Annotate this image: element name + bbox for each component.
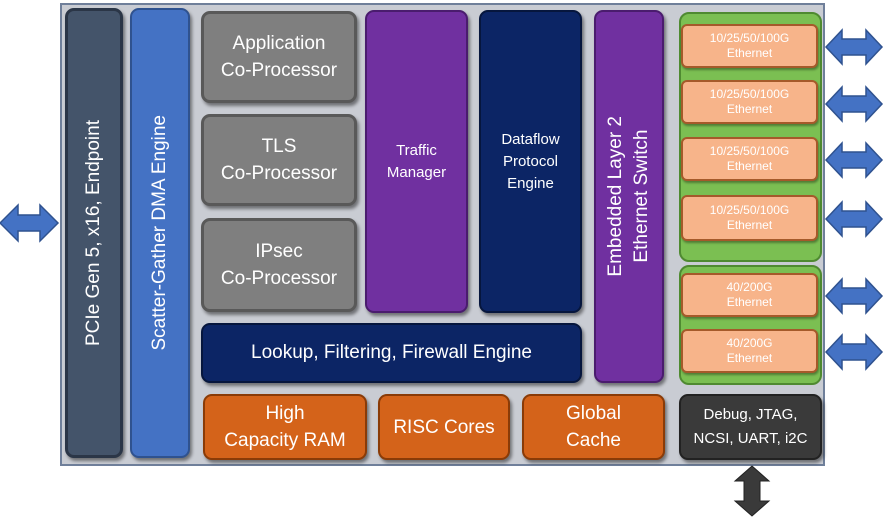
application-coprocessor-line2: Co-Processor bbox=[220, 60, 338, 81]
ethernet-bidirectional-arrow-icon bbox=[824, 277, 884, 315]
pcie-bidirectional-arrow-icon bbox=[0, 203, 60, 243]
dma-engine-label: Scatter-Gather DMA Engine bbox=[149, 115, 170, 351]
lookup-engine-label: Lookup, Filtering, Firewall Engine bbox=[251, 342, 532, 363]
ethernet-bidirectional-arrow-icon bbox=[824, 141, 884, 179]
ethernet-port-speed: 10/25/50/100G bbox=[709, 144, 790, 158]
high-capacity-ram-line2: Capacity RAM bbox=[224, 430, 346, 451]
ethernet-port-label: Ethernet bbox=[726, 295, 773, 309]
ethernet-switch-line2: Ethernet Switch bbox=[631, 129, 652, 264]
debug-interfaces-line1: Debug, JTAG, bbox=[703, 406, 798, 423]
ethernet-port-speed: 40/200G bbox=[726, 280, 773, 294]
chip-boundary: PCIe Gen 5, x16, Endpoint Scatter-Gather… bbox=[60, 3, 825, 466]
risc-cores-block: RISC Cores bbox=[378, 394, 510, 460]
dataflow-engine-line1: Dataflow bbox=[501, 130, 560, 148]
ethernet-bidirectional-arrow-icon bbox=[824, 85, 884, 123]
debug-bidirectional-arrow-icon bbox=[733, 465, 771, 517]
lookup-engine-block: Lookup, Filtering, Firewall Engine bbox=[201, 323, 582, 383]
ethernet-port-speed: 10/25/50/100G bbox=[709, 31, 790, 45]
global-cache-block: Global Cache bbox=[522, 394, 665, 460]
dataflow-engine-line3: Engine bbox=[507, 174, 554, 192]
debug-interfaces-line2: NCSI, UART, i2C bbox=[693, 430, 808, 447]
traffic-manager-line1: Traffic bbox=[396, 141, 437, 159]
dataflow-engine-block: Dataflow Protocol Engine bbox=[479, 10, 582, 313]
tls-coprocessor-block: TLS Co-Processor bbox=[201, 114, 357, 206]
ethernet-port-speed: 40/200G bbox=[726, 336, 773, 350]
ethernet-port-label: Ethernet bbox=[726, 159, 773, 173]
ethernet-switch-line1: Embedded Layer 2 bbox=[605, 116, 626, 277]
ethernet-port-label: Ethernet bbox=[726, 218, 773, 232]
ethernet-port-label: Ethernet bbox=[726, 102, 773, 116]
application-coprocessor-block: Application Co-Processor bbox=[201, 11, 357, 103]
ethernet-bidirectional-arrow-icon bbox=[824, 28, 884, 66]
global-cache-line1: Global bbox=[566, 403, 621, 424]
ethernet-port-label: Ethernet bbox=[726, 46, 773, 60]
ethernet-bidirectional-arrow-icon bbox=[824, 333, 884, 371]
global-cache-line2: Cache bbox=[566, 430, 621, 451]
ipsec-coprocessor-block: IPsec Co-Processor bbox=[201, 218, 357, 312]
risc-cores-label: RISC Cores bbox=[393, 416, 495, 438]
ipsec-coprocessor-line1: IPsec bbox=[255, 241, 303, 262]
debug-interfaces-block: Debug, JTAG, NCSI, UART, i2C bbox=[679, 394, 822, 460]
pcie-endpoint-block: PCIe Gen 5, x16, Endpoint bbox=[65, 8, 123, 458]
tls-coprocessor-line1: TLS bbox=[261, 136, 297, 157]
ethernet-port-label: Ethernet bbox=[726, 351, 773, 365]
traffic-manager-block: Traffic Manager bbox=[365, 10, 468, 313]
pcie-endpoint-label: PCIe Gen 5, x16, Endpoint bbox=[83, 119, 104, 347]
tls-coprocessor-line2: Co-Processor bbox=[220, 163, 338, 184]
dma-engine-block: Scatter-Gather DMA Engine bbox=[130, 8, 190, 458]
ethernet-port-speed: 10/25/50/100G bbox=[709, 87, 790, 101]
traffic-manager-line2: Manager bbox=[386, 163, 447, 181]
high-capacity-ram-block: High Capacity RAM bbox=[203, 394, 367, 460]
ethernet-switch-block: Embedded Layer 2 Ethernet Switch bbox=[594, 10, 664, 383]
ethernet-bidirectional-arrow-icon bbox=[824, 200, 884, 238]
high-capacity-ram-line1: High bbox=[265, 403, 305, 424]
ethernet-port-speed: 10/25/50/100G bbox=[709, 203, 790, 217]
dataflow-engine-line2: Protocol bbox=[502, 152, 558, 170]
ipsec-coprocessor-line2: Co-Processor bbox=[220, 268, 338, 289]
application-coprocessor-line1: Application bbox=[232, 33, 326, 54]
